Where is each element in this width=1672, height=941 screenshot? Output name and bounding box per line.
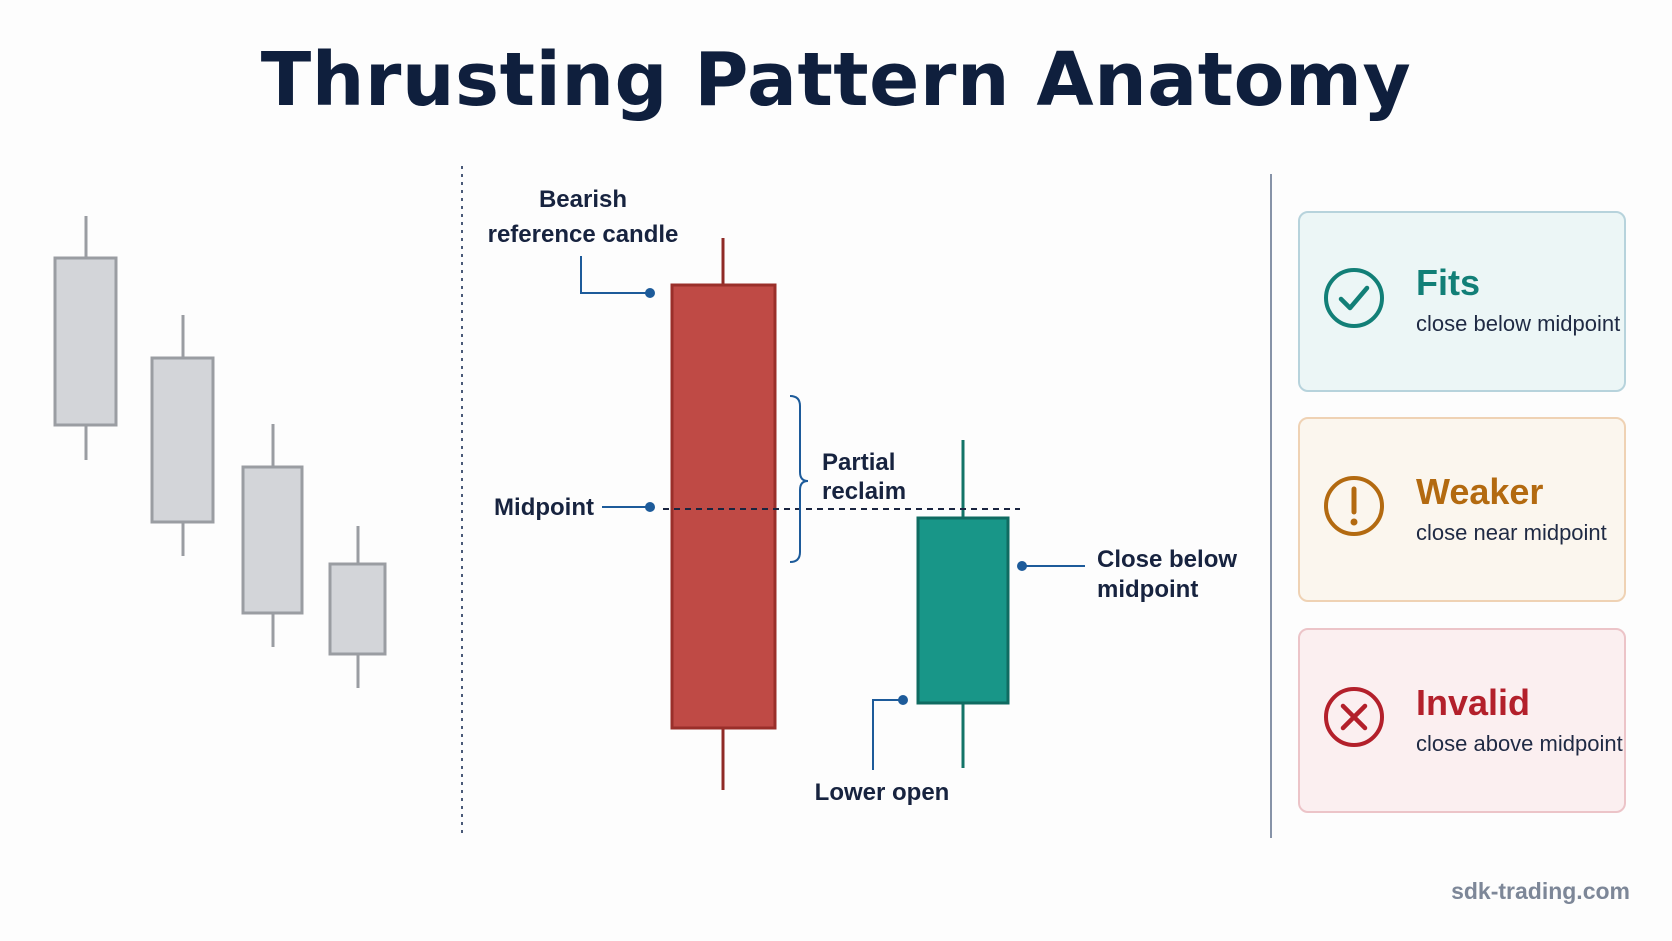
close-below-label-line1: Close below: [1097, 546, 1237, 573]
fits-card: Fits close below midpoint: [1298, 211, 1626, 392]
weaker-card: Weaker close near midpoint: [1298, 417, 1626, 602]
x-circle-icon: [1324, 687, 1384, 747]
invalid-card: Invalid close above midpoint: [1298, 628, 1626, 813]
lower-open-pointer: [872, 695, 908, 770]
context-candle: [53, 216, 118, 460]
bearish-reference-candle: [670, 238, 777, 790]
context-candle: [150, 315, 215, 556]
partial-reclaim-label-line1: Partial: [822, 449, 895, 476]
footer-site-link[interactable]: sdk-trading.com: [1451, 878, 1630, 904]
context-candle: [328, 526, 387, 688]
midpoint-label: Midpoint: [494, 494, 594, 521]
check-circle-icon: [1324, 268, 1384, 328]
weaker-subtitle: close near midpoint: [1416, 520, 1607, 545]
partial-reclaim-label-line2: reclaim: [822, 478, 906, 505]
context-candle: [241, 424, 304, 647]
page-title: Thrusting Pattern Anatomy: [260, 37, 1412, 123]
close-pointer: [1017, 561, 1085, 571]
fits-subtitle: close below midpoint: [1416, 311, 1621, 336]
partial-reclaim-bracket: [789, 395, 809, 563]
invalid-subtitle: close above midpoint: [1416, 731, 1623, 756]
exclamation-circle-icon: [1324, 476, 1384, 536]
fits-title: Fits: [1416, 262, 1481, 303]
bullish-thrusting-candle: [916, 440, 1010, 768]
close-below-label-line2: midpoint: [1097, 576, 1198, 603]
weaker-title: Weaker: [1416, 471, 1544, 512]
invalid-title: Invalid: [1416, 682, 1531, 723]
bearish-label-line1: Bearish: [539, 186, 627, 213]
midpoint-pointer: [602, 502, 655, 512]
bearish-pointer: [580, 256, 655, 298]
lower-open-label: Lower open: [815, 779, 950, 806]
bearish-label-line2: reference candle: [488, 221, 679, 248]
